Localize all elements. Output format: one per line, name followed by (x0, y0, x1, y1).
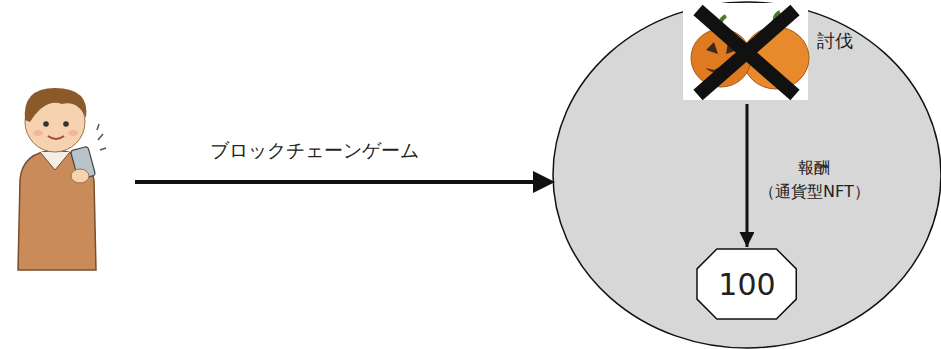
arrow-label: ブロックチェーンゲーム (210, 138, 419, 164)
pumpkin-picture (683, 3, 809, 100)
reward-amount: 100 (718, 267, 775, 302)
player-figure (18, 88, 106, 270)
flow-arrow (135, 171, 555, 193)
target-picture-box: 討伐 (683, 3, 808, 100)
reward-arrow (745, 104, 748, 247)
reward-label: 報酬 （通貨型NFT） (759, 156, 870, 202)
reward-octagon: 100 (696, 248, 797, 320)
action-label: 討伐 (817, 29, 853, 53)
game-world-circle (553, 2, 941, 348)
